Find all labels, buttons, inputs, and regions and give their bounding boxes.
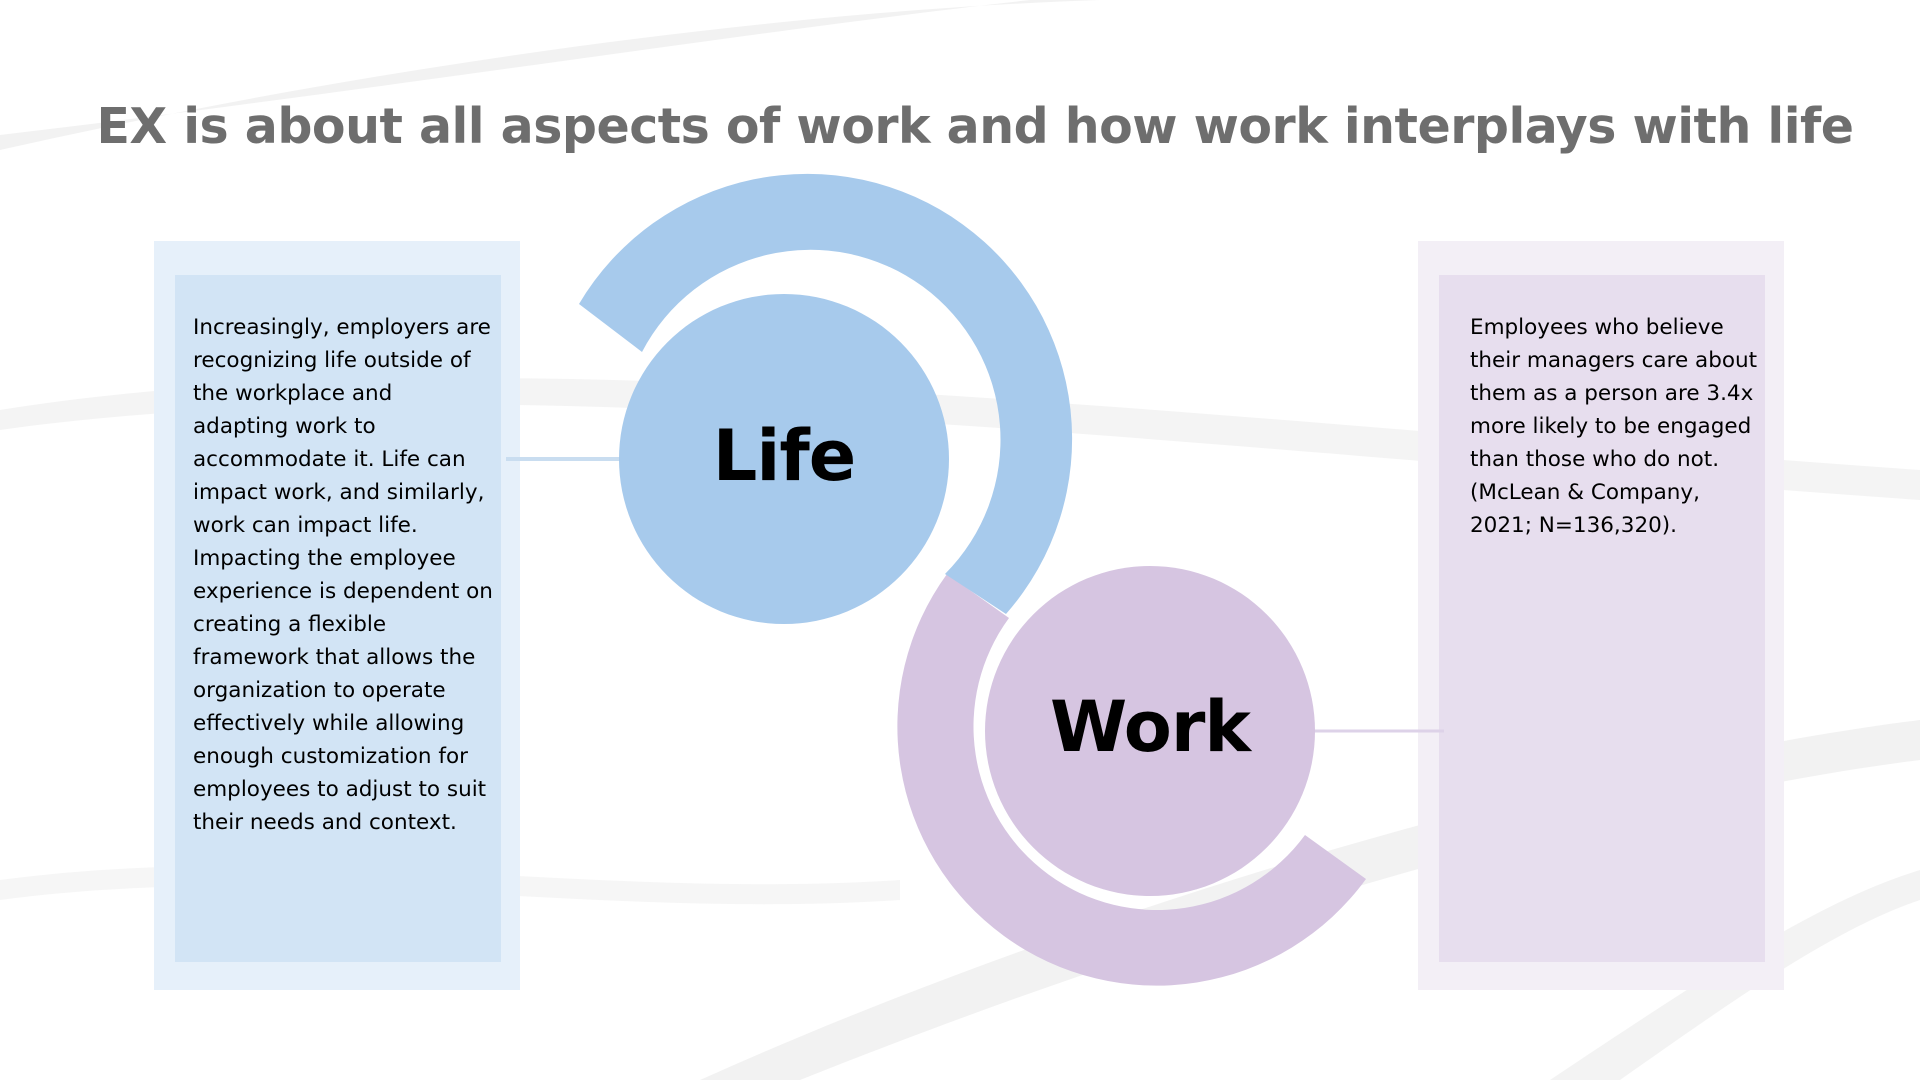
life-ring-arc: [579, 173, 1073, 615]
left-panel-text: Increasingly, employers are recognizing …: [193, 315, 493, 835]
life-circle: [619, 294, 949, 624]
left-panel: [175, 275, 501, 962]
right-panel-text: Employees who believe their managers car…: [1470, 315, 1758, 538]
right-panel: [1439, 275, 1765, 962]
life-label: Life: [712, 415, 857, 497]
work-label: Work: [1050, 686, 1251, 768]
slide-title: EX is about all aspects of work and how …: [96, 98, 1854, 155]
work-circle: [985, 566, 1315, 896]
work-ring-arc: [897, 574, 1366, 986]
